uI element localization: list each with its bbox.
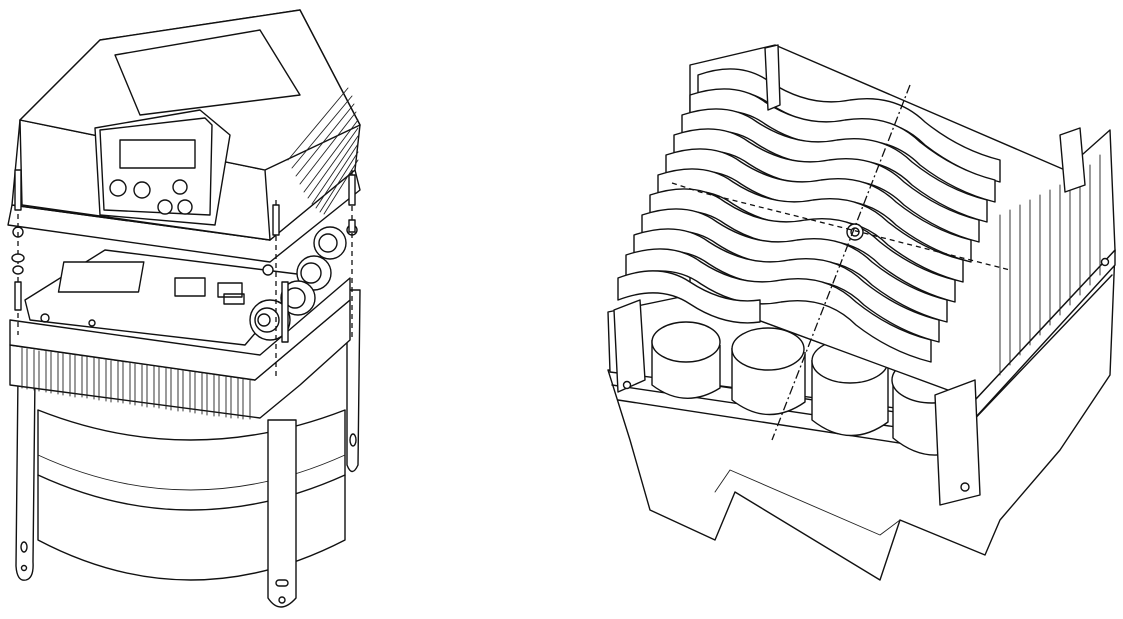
mount-hole-2 <box>960 482 970 492</box>
mount-hole-1 <box>622 380 632 390</box>
cable-glands <box>249 226 347 341</box>
corner-tabs <box>613 257 1110 506</box>
well-1 <box>651 321 721 399</box>
cover-screw-2 <box>262 264 274 276</box>
mounting-strap-left <box>15 374 36 581</box>
keypad-button-5 <box>177 199 193 215</box>
screw-left <box>14 169 22 211</box>
cable-gland-1 <box>313 226 347 260</box>
axis-line-vertical <box>771 84 911 441</box>
mounting-strap-front <box>267 419 297 608</box>
keypad-button-1 <box>109 179 127 197</box>
top-cover <box>7 9 361 276</box>
keypad-button-4 <box>157 199 173 215</box>
washer-left <box>11 253 25 263</box>
lcd-screen <box>119 139 196 169</box>
display-keypad-housing <box>94 109 231 226</box>
label-panel <box>114 29 301 116</box>
assembly-screws <box>11 169 356 380</box>
heatsink-fins-front <box>21 347 251 420</box>
heatsink-base <box>9 277 351 420</box>
axis-line-horizontal <box>671 182 1011 271</box>
mount-hole-3 <box>1100 257 1110 267</box>
cable-gland-2 <box>296 255 332 291</box>
heatsink-enclosure-illustration <box>607 44 1116 581</box>
axis-lines <box>671 84 1011 441</box>
cable-gland-4 <box>249 299 291 341</box>
side-cooling-fins <box>764 44 1101 376</box>
motor-cylinder <box>37 409 346 581</box>
keypad-button-3 <box>172 179 188 195</box>
cover-side-fins <box>287 87 359 215</box>
circuit-board <box>24 249 306 346</box>
center-screw <box>846 223 864 241</box>
screw-right <box>348 174 356 206</box>
well-2 <box>731 327 806 416</box>
cable-gland-3 <box>280 280 316 316</box>
keypad-button-2 <box>133 181 151 199</box>
inverter-assembly-illustration <box>7 9 361 608</box>
screw-front <box>272 204 280 236</box>
